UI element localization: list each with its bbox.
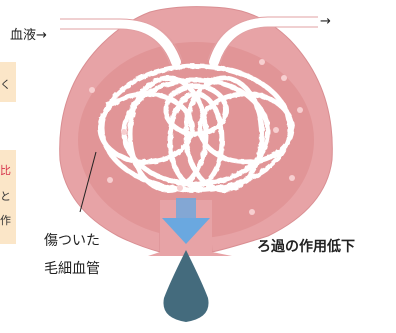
blood-out-label: → bbox=[320, 14, 331, 29]
side-note-box-top-text: く bbox=[0, 76, 11, 92]
filtration-label: ろ過の作用低下 bbox=[257, 236, 355, 256]
side-note-box-bottom: 比 と 作 bbox=[0, 150, 16, 244]
side-note-line2: と bbox=[0, 188, 11, 204]
side-note-line3: 作 bbox=[0, 212, 11, 228]
blood-in-label: 血液→ bbox=[10, 24, 47, 43]
side-note-box-top: く bbox=[0, 62, 16, 102]
side-note-line1: 比 bbox=[0, 162, 11, 178]
capillary-label-line1: 傷ついた bbox=[44, 230, 100, 250]
urine-drop-icon bbox=[163, 250, 208, 322]
capillary-label-line2: 毛細血管 bbox=[44, 258, 100, 278]
